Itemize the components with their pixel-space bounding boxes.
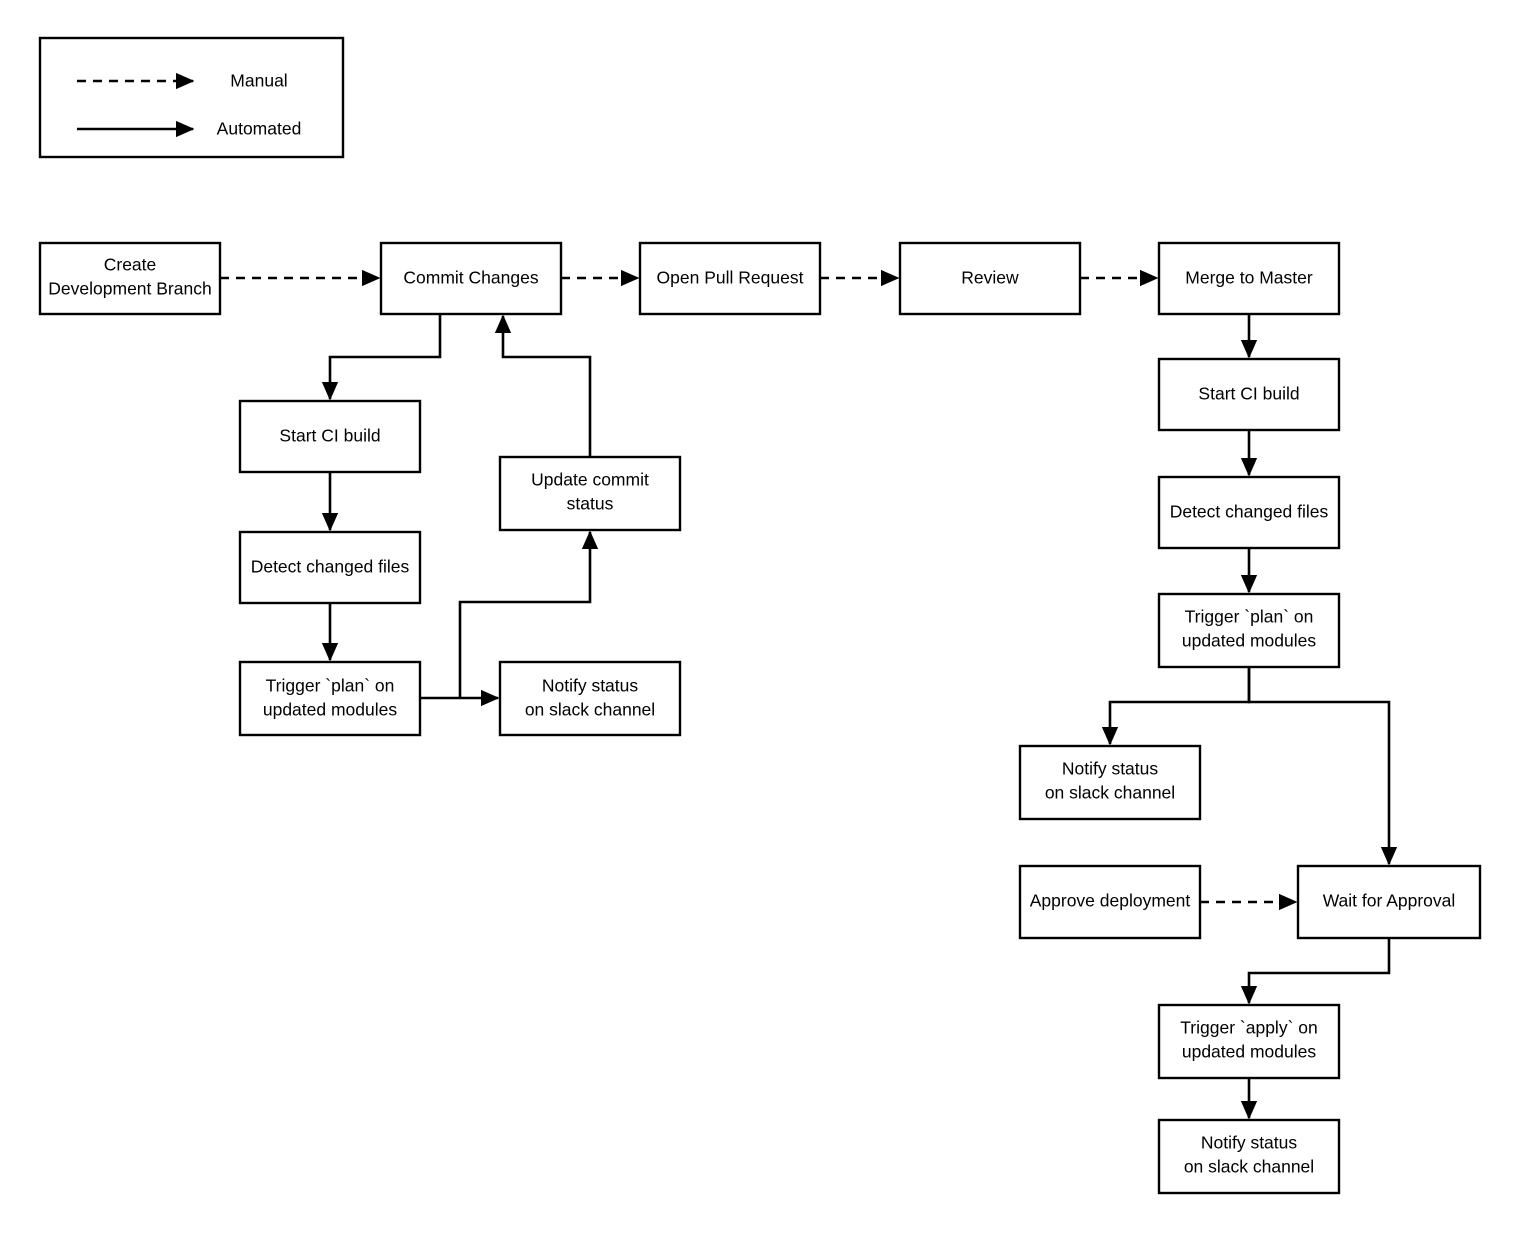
legend-automated-label: Automated bbox=[217, 119, 302, 139]
node-notify-slack-right-bottom[interactable]: Notify status on slack channel bbox=[1157, 1118, 1341, 1195]
detect-changed-files-left-box[interactable] bbox=[238, 530, 422, 605]
node-detect-changed-files-left[interactable]: Detect changed files bbox=[238, 530, 422, 605]
wait-for-approval-label: Wait for Approval bbox=[1323, 891, 1456, 911]
wait-for-approval-box[interactable] bbox=[1296, 864, 1482, 940]
node-trigger-plan-right[interactable]: Trigger `plan` on updated modules bbox=[1157, 592, 1341, 669]
trigger-plan-right-box[interactable] bbox=[1157, 592, 1341, 669]
edge-trigger-plan-to-wait-approval bbox=[1247, 667, 1398, 866]
node-notify-slack-right-mid[interactable]: Notify status on slack channel bbox=[1018, 744, 1202, 821]
legend-box bbox=[38, 36, 345, 159]
update-commit-status-label-line1: Update commit bbox=[531, 470, 649, 490]
edge-trigger-plan-to-notify-right bbox=[1101, 667, 1251, 746]
node-start-ci-build-right[interactable]: Start CI build bbox=[1157, 357, 1341, 432]
node-create-development-branch[interactable]: Create Development Branch bbox=[38, 241, 222, 316]
detect-changed-files-right-box[interactable] bbox=[1157, 475, 1341, 550]
node-commit-changes[interactable]: Commit Changes bbox=[379, 241, 563, 316]
trigger-plan-left-label-line1: Trigger `plan` on bbox=[266, 676, 395, 696]
node-detect-changed-files-right[interactable]: Detect changed files bbox=[1157, 475, 1341, 550]
trigger-plan-right-label-line1: Trigger `plan` on bbox=[1185, 607, 1314, 627]
node-wait-for-approval[interactable]: Wait for Approval bbox=[1296, 864, 1482, 940]
node-review[interactable]: Review bbox=[898, 241, 1082, 316]
notify-slack-right-mid-label-line2: on slack channel bbox=[1045, 783, 1175, 803]
notify-slack-right-bottom-label-line2: on slack channel bbox=[1184, 1157, 1314, 1177]
notify-slack-right-mid-box[interactable] bbox=[1018, 744, 1202, 821]
edge-notify-to-update-commit-status bbox=[458, 530, 599, 698]
trigger-plan-left-box[interactable] bbox=[238, 660, 422, 737]
trigger-apply-label-line1: Trigger `apply` on bbox=[1180, 1018, 1317, 1038]
node-start-ci-build-left[interactable]: Start CI build bbox=[238, 399, 422, 474]
notify-slack-left-box[interactable] bbox=[498, 660, 682, 737]
commit-changes-label: Commit Changes bbox=[403, 268, 538, 288]
approve-deployment-box[interactable] bbox=[1018, 864, 1202, 940]
trigger-plan-right-label-line2: updated modules bbox=[1182, 631, 1317, 651]
node-trigger-apply[interactable]: Trigger `apply` on updated modules bbox=[1157, 1003, 1341, 1080]
notify-slack-right-mid-label-line1: Notify status bbox=[1062, 759, 1159, 779]
open-pull-request-label: Open Pull Request bbox=[657, 268, 804, 288]
create-development-branch-label-line2: Development Branch bbox=[48, 279, 211, 299]
edge-commit-to-start-ci-left bbox=[321, 314, 442, 401]
legend-manual-label: Manual bbox=[230, 71, 287, 91]
node-update-commit-status[interactable]: Update commit status bbox=[498, 455, 682, 532]
review-label: Review bbox=[961, 268, 1019, 288]
node-trigger-plan-left[interactable]: Trigger `plan` on updated modules bbox=[238, 660, 422, 737]
legend: Manual Automated bbox=[38, 36, 345, 159]
approve-deployment-label: Approve deployment bbox=[1030, 891, 1191, 911]
detect-changed-files-left-label: Detect changed files bbox=[251, 557, 410, 577]
node-approve-deployment[interactable]: Approve deployment bbox=[1018, 864, 1202, 940]
start-ci-build-left-box[interactable] bbox=[238, 399, 422, 474]
notify-slack-left-label-line2: on slack channel bbox=[525, 700, 655, 720]
create-development-branch-label-line1: Create bbox=[104, 255, 157, 275]
start-ci-build-right-label: Start CI build bbox=[1198, 384, 1299, 404]
node-merge-to-master[interactable]: Merge to Master bbox=[1157, 241, 1341, 316]
notify-slack-right-bottom-box[interactable] bbox=[1157, 1118, 1341, 1195]
node-notify-slack-left[interactable]: Notify status on slack channel bbox=[498, 660, 682, 737]
edge-wait-approval-to-trigger-apply bbox=[1240, 938, 1391, 1005]
commit-changes-box[interactable] bbox=[379, 241, 563, 316]
notify-slack-right-bottom-label-line1: Notify status bbox=[1201, 1133, 1298, 1153]
notify-slack-left-label-line1: Notify status bbox=[542, 676, 639, 696]
trigger-apply-box[interactable] bbox=[1157, 1003, 1341, 1080]
detect-changed-files-right-label: Detect changed files bbox=[1170, 502, 1329, 522]
update-commit-status-label-line2: status bbox=[567, 494, 614, 514]
edge-update-commit-status-to-commit bbox=[494, 314, 592, 457]
node-open-pull-request[interactable]: Open Pull Request bbox=[638, 241, 822, 316]
merge-to-master-label: Merge to Master bbox=[1185, 268, 1313, 288]
update-commit-status-box[interactable] bbox=[498, 455, 682, 532]
start-ci-build-left-label: Start CI build bbox=[279, 426, 380, 446]
trigger-apply-label-line2: updated modules bbox=[1182, 1042, 1317, 1062]
trigger-plan-left-label-line2: updated modules bbox=[263, 700, 398, 720]
